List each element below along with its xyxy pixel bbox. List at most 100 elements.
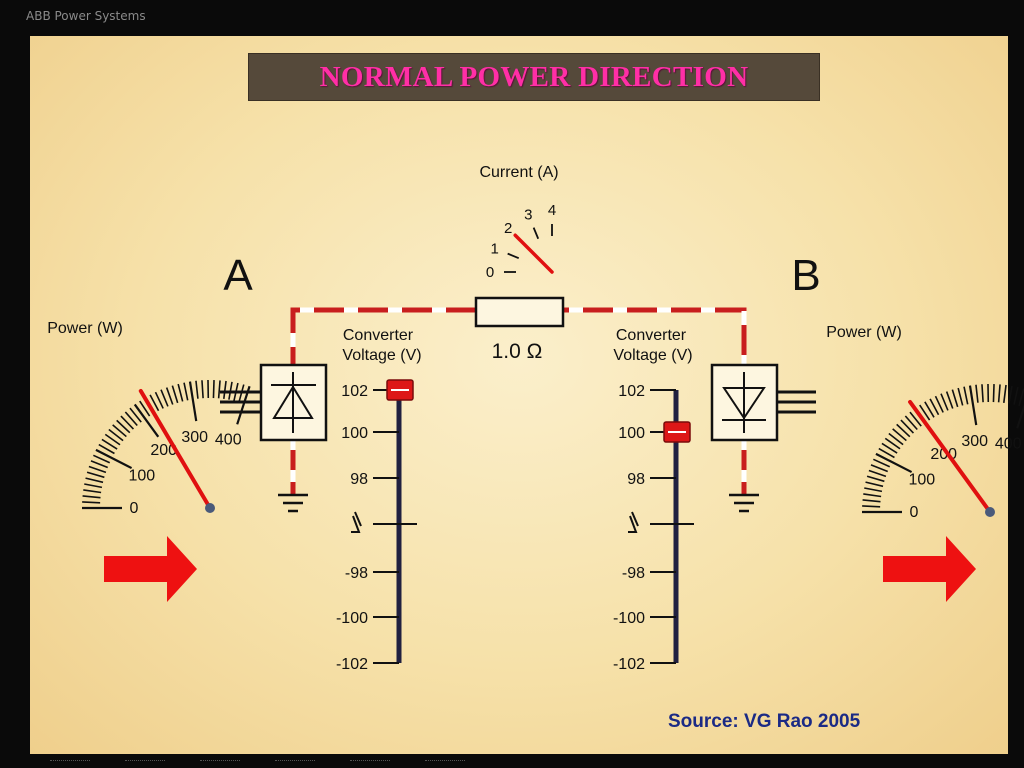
power-a-tick-label: 100 (128, 467, 155, 484)
scale-break-icon (628, 511, 639, 533)
converter-a-scale-label: 102 (341, 383, 368, 400)
power-b-tick (1002, 384, 1007, 403)
power-b-needle (908, 399, 992, 514)
power-a-tick (222, 380, 227, 399)
source-credit: Source: VG Rao 2005 (668, 711, 861, 732)
current-tick-label: 3 (524, 207, 532, 224)
converter-b-label-1: Converter (616, 327, 687, 344)
footer-tick (125, 760, 165, 765)
power-b-tick (924, 401, 935, 418)
power-a-tick (183, 382, 189, 401)
power-b-tick (864, 487, 883, 493)
power-b-tick (1018, 388, 1024, 407)
power-b-tick (870, 464, 889, 473)
converter-b-scale-label: 98 (627, 471, 645, 488)
footer-tick (275, 760, 315, 765)
power-a-tick (133, 403, 160, 438)
power-b-tick (945, 391, 954, 409)
brand-label: ABB Power Systems (26, 9, 146, 23)
scale-break-icon (351, 511, 362, 533)
power-b-tick (951, 389, 959, 408)
power-a-tick (129, 407, 142, 423)
title-banner: NORMAL POWER DIRECTION (248, 53, 820, 101)
power-a-tick (233, 382, 239, 401)
converter-a (220, 363, 328, 442)
converter-voltage-b: Converter Voltage (V) 10210098-98-100-10… (613, 327, 694, 673)
footer-tick (50, 760, 90, 765)
converter-b-scale-label: -98 (622, 565, 645, 582)
power-b-tick (863, 493, 882, 498)
power-b-tick (934, 395, 944, 413)
current-tick (507, 252, 520, 260)
converter-a-scale-label: -98 (345, 565, 368, 582)
power-a-tick (124, 411, 138, 427)
power-b-tick (963, 386, 969, 405)
power-a-tick (82, 495, 101, 499)
power-a-tick (101, 438, 118, 450)
power-a-tick (212, 380, 215, 399)
power-b-tick (997, 384, 1001, 403)
power-a-tick (120, 415, 135, 430)
footer-tick (425, 760, 465, 765)
current-tick-label: 1 (491, 240, 499, 257)
power-b-tick (888, 432, 904, 446)
arrow-right-icon (883, 536, 976, 602)
current-needle (513, 233, 554, 274)
power-a-tick (177, 383, 184, 402)
converter-a-label-2: Voltage (V) (342, 347, 421, 364)
power-a-tick (108, 428, 124, 442)
power-b-tick (900, 419, 915, 434)
power-a-tick (88, 465, 107, 474)
power-a-tick (139, 400, 151, 417)
current-tick-label: 2 (504, 220, 512, 237)
power-b-tick (896, 423, 911, 438)
power-a-tick (217, 380, 221, 399)
power-a-tick (228, 381, 233, 400)
power-a-tick (171, 385, 179, 404)
power-a-tick (95, 448, 133, 470)
current-tick (532, 227, 540, 240)
power-a-tick (188, 381, 198, 422)
power-b-tick (875, 452, 913, 474)
power-b-tick-label: 400 (995, 436, 1022, 453)
power-b-tick (919, 404, 931, 421)
current-tick-label: 0 (486, 264, 494, 281)
station-b-label: B (791, 251, 820, 300)
power-b-tick (862, 499, 881, 503)
power-a-tick (236, 385, 251, 425)
footer-tick (200, 760, 240, 765)
power-b-tick (892, 428, 907, 442)
ground-icon (729, 493, 759, 513)
current-tick-label: 4 (548, 202, 556, 219)
power-b-tick-label: 300 (961, 433, 988, 450)
power-b-tick (865, 481, 884, 488)
power-b-tick (884, 437, 901, 450)
converter-b-scale-label: -100 (613, 610, 645, 627)
power-b-tick (975, 384, 979, 403)
power-b-tick (992, 384, 995, 403)
power-a-tick (195, 380, 199, 399)
power-a-tick-label: 200 (150, 442, 177, 459)
power-a-needle (138, 388, 212, 510)
page-title: NORMAL POWER DIRECTION (319, 60, 749, 93)
power-b-tick (873, 458, 891, 468)
footer-strip (30, 758, 1008, 768)
footer-tick (350, 760, 390, 765)
power-b-tick (929, 398, 940, 416)
power-a-tick (149, 394, 160, 412)
power-b-tick (868, 469, 887, 478)
converter-b-scale-label: 102 (618, 383, 645, 400)
power-a-tick (83, 489, 102, 494)
power-a-tick (160, 389, 169, 407)
power-a-tick (165, 387, 174, 405)
power-b-tick (878, 447, 895, 459)
power-a-tick-label: 300 (181, 429, 208, 446)
converter-a-scale-label: -102 (336, 656, 368, 673)
power-b-tick (909, 411, 922, 427)
power-b-tick (1008, 385, 1013, 404)
power-b-tick (1013, 386, 1019, 405)
power-a-tick (84, 483, 103, 489)
